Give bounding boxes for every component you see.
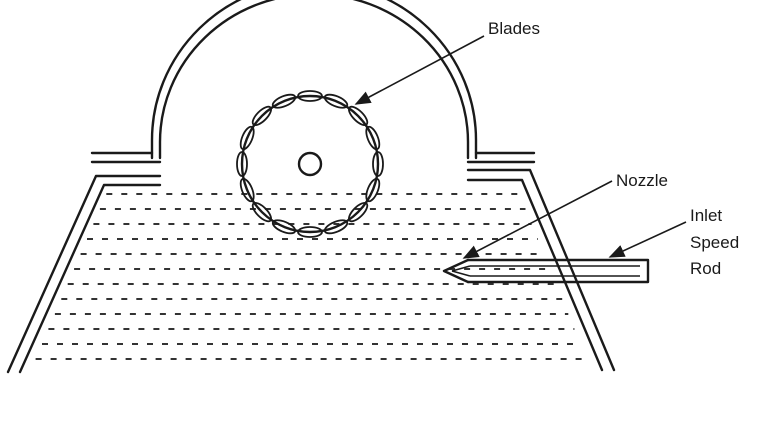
blade xyxy=(239,177,255,203)
blade xyxy=(236,151,248,177)
water-dots xyxy=(35,193,587,360)
blade xyxy=(297,90,323,102)
tank-walls xyxy=(6,168,616,374)
blade xyxy=(271,93,297,109)
inlet-label-line3: Rod xyxy=(690,259,721,278)
blade xyxy=(323,93,349,109)
blade xyxy=(239,125,255,151)
blade xyxy=(348,202,369,223)
inlet-label-line1: Inlet xyxy=(690,206,722,225)
dome-casing xyxy=(150,0,478,160)
blades-label: Blades xyxy=(488,19,540,38)
blade xyxy=(372,151,384,177)
right-ledge xyxy=(466,151,536,164)
nozzle xyxy=(442,258,650,284)
blades-arrow xyxy=(354,35,485,105)
blade xyxy=(271,219,297,235)
nozzle-arrow xyxy=(462,180,613,259)
blade xyxy=(251,202,272,223)
blade xyxy=(365,125,381,151)
blade xyxy=(297,226,323,238)
blade xyxy=(348,105,369,126)
runner-wheel xyxy=(236,90,384,238)
inlet-label-line2: Speed xyxy=(690,233,739,252)
left-ledge xyxy=(90,151,162,164)
blade xyxy=(251,105,272,126)
nozzle-label: Nozzle xyxy=(616,171,668,190)
blade xyxy=(365,177,381,203)
blades-group xyxy=(236,90,384,238)
inlet-arrow xyxy=(608,221,687,258)
blade xyxy=(323,219,349,235)
